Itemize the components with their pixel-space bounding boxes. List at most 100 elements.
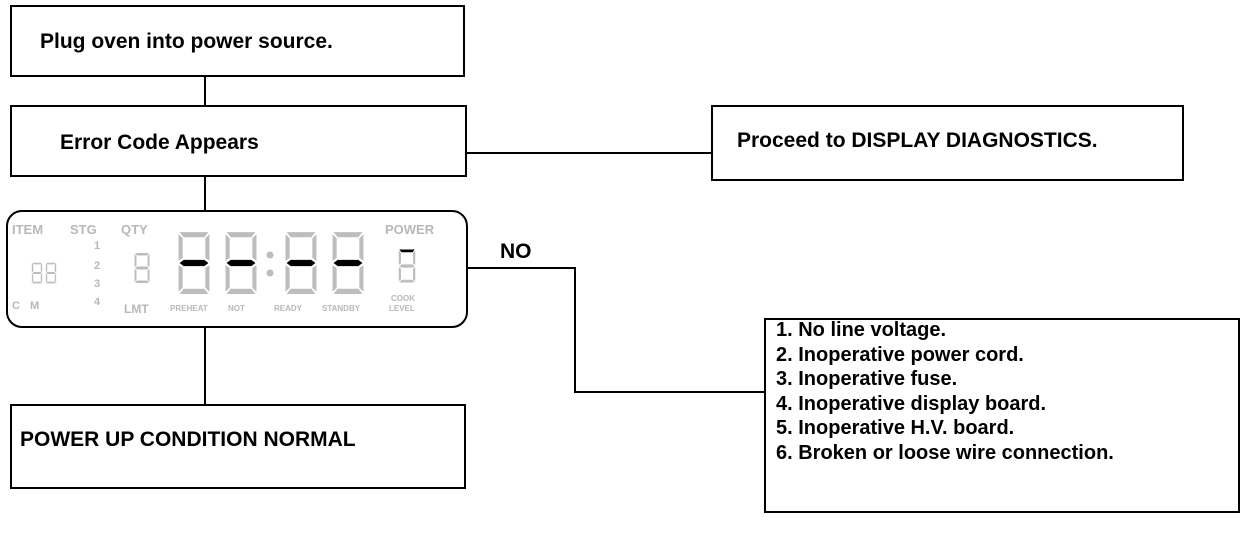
power-label: POWER [385,222,435,237]
segment-b [40,263,43,273]
segment-f [398,250,401,265]
segment-b [252,234,257,261]
segment-g [286,259,316,267]
segment-e [225,265,230,292]
segment-c [205,265,210,292]
segment-a [46,262,56,265]
stg-number: 2 [94,260,101,272]
item-label: ITEM [12,222,44,237]
segment-b [312,234,317,261]
item-digit-2 [45,262,57,284]
segment-d [399,279,415,283]
time-digit-3 [285,232,317,294]
segment-g [46,271,56,275]
segment-c [40,273,43,283]
c-label: C [12,300,20,312]
m-label: M [30,300,40,312]
segment-c [252,265,257,292]
segment-g [179,259,209,267]
segment-b [54,263,57,273]
segment-e [398,267,401,282]
cause-item: 3. Inoperative fuse. [776,368,958,391]
standby-label: STANDBY [322,304,361,313]
segment-g [399,264,415,268]
segment-g [333,259,363,267]
no-branch-label: NO [500,240,532,263]
segment-e [285,265,290,292]
segment-b [413,250,416,265]
stg-number: 3 [94,278,101,290]
segment-c [359,265,364,292]
segment-e [31,273,34,283]
segment-c [54,273,57,283]
segment-a [179,232,209,238]
power-digit [398,249,416,283]
segment-d [179,288,209,294]
cook-label: COOK [391,294,415,303]
cause-item: 6. Broken or loose wire connection. [776,441,1114,464]
segment-a [286,232,316,238]
display-panel: ITEM STG QTY POWER 1 2 3 4 C M LMT PREHE… [6,210,468,328]
qty-label: QTY [121,222,148,237]
segment-b [205,234,210,261]
segment-d [135,280,149,283]
ready-label: READY [274,304,303,313]
connector-no-v [574,267,576,393]
segment-a [399,249,415,253]
possible-causes-box [764,318,1240,513]
level-label: LEVEL [389,304,415,313]
segment-a [333,232,363,238]
item-digit-1 [31,262,43,284]
stg-label: STG [70,222,97,237]
segment-c [312,265,317,292]
segment-a [32,262,42,265]
connector-3 [204,328,206,405]
segment-f [45,263,48,273]
segment-f [332,234,337,261]
qty-digit [134,253,150,283]
segment-f [134,254,137,267]
display-diagnostics-box [711,105,1184,181]
time-digit-4 [332,232,364,294]
segment-d [46,281,56,284]
not-label: NOT [228,304,245,313]
cause-item: 1. No line voltage. [776,319,947,341]
segment-c [147,269,150,282]
segment-a [135,253,149,256]
segment-f [225,234,230,261]
lmt-label: LMT [124,302,149,316]
segment-e [332,265,337,292]
stg-number: 4 [94,296,101,308]
possible-causes-list: 1. No line voltage. 2. Inoperative power… [776,318,1114,466]
connector-no-h2 [574,391,764,393]
preheat-label: PREHEAT [170,304,208,313]
segment-d [226,288,256,294]
segment-c [413,267,416,282]
connector-yes [467,152,711,154]
segment-f [178,234,183,261]
segment-e [178,265,183,292]
connector-1 [204,77,206,106]
segment-g [135,266,149,270]
cause-item: 5. Inoperative H.V. board. [776,417,1015,440]
time-digit-1 [178,232,210,294]
display-diagnostics-text: Proceed to DISPLAY DIAGNOSTICS. [737,129,1098,152]
segment-d [32,281,42,284]
stg-number: 1 [94,240,101,252]
segment-g [226,259,256,267]
error-code-text: Error Code Appears [60,131,259,154]
segment-a [226,232,256,238]
time-digit-2 [225,232,257,294]
segment-f [285,234,290,261]
cause-item: 4. Inoperative display board. [776,392,1047,415]
segment-b [359,234,364,261]
power-up-normal-box [10,404,466,489]
segment-e [134,269,137,282]
segment-g [32,271,42,275]
time-colon [266,251,274,277]
power-up-normal-text: POWER UP CONDITION NORMAL [20,428,356,451]
cause-item: 2. Inoperative power cord. [776,343,1024,366]
error-code-box [10,105,467,177]
segment-f [31,263,34,273]
step-plug-in-text: Plug oven into power source. [40,30,333,53]
